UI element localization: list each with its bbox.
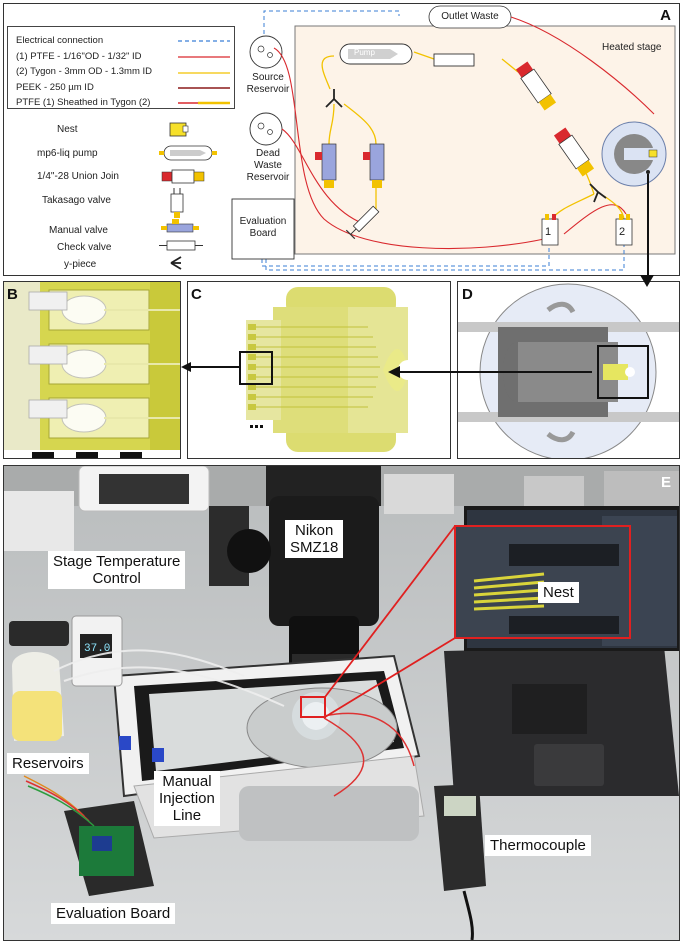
comp-nest-label: Nest <box>57 124 78 135</box>
legend-sheathed: PTFE (1) Sheathed in Tygon (2) <box>16 97 151 108</box>
check-valve-icon <box>159 240 203 251</box>
panel-e-label: E <box>660 474 671 491</box>
pump-label: Pump <box>354 48 375 57</box>
schematic-check-valve <box>433 53 475 67</box>
legend-peek: PEEK - 250 µm ID <box>16 81 94 93</box>
schematic-pump <box>339 43 413 65</box>
comp-pump-label: mp6-liq pump <box>37 148 98 159</box>
callout-evaluation-board: Evaluation Board <box>51 903 176 924</box>
takasago-valve-icon <box>170 188 184 218</box>
source-reservoir <box>249 35 283 69</box>
arrow-c-to-b <box>181 362 239 372</box>
callout-reservoirs: Reservoirs <box>7 753 89 774</box>
comp-ypiece-label: y-piece <box>64 259 97 270</box>
panel-c-label: C <box>191 286 202 303</box>
component-icons <box>159 122 217 270</box>
dead-waste-reservoir <box>249 112 283 146</box>
legend-tygon: (2) Tygon - 3mm OD - 1.3mm ID <box>16 66 153 77</box>
ptfe-tubes <box>273 16 655 250</box>
schematic-takasago-1 <box>541 214 559 246</box>
schematic-y-piece-2 <box>589 183 607 203</box>
outlet-waste-label: Outlet Waste <box>441 11 499 22</box>
controller-readout: 37.0 <box>84 643 110 655</box>
panel-a-label: A <box>660 7 671 24</box>
schematic-manual-valve-2 <box>363 143 385 188</box>
legend-box: Electrical connection (1) PTFE - 1/16"OD… <box>7 26 235 109</box>
panel-d-zoom-box <box>597 345 649 399</box>
comp-takasago-label: Takasago valve <box>42 195 111 206</box>
schematic-takasago-2 <box>615 214 633 246</box>
manual-valve-icon <box>161 219 199 233</box>
arrow-d-to-c <box>388 366 592 378</box>
heated-stage-label: Heated stage <box>602 42 662 53</box>
nest-icon <box>169 122 189 137</box>
legend-swatches <box>178 40 230 105</box>
y-piece-icon <box>170 256 182 270</box>
evaluation-board-box <box>231 198 295 260</box>
panel-a: A Electrical connection (1) PTFE - 1/16"… <box>3 3 680 276</box>
pump-icon <box>159 145 217 161</box>
legend-electrical: Electrical connection <box>16 35 104 46</box>
callout-nest: Nest <box>538 582 579 603</box>
panel-b-label: B <box>7 286 18 303</box>
schematic-syringe <box>345 205 380 240</box>
nest-highlight-box <box>300 696 326 718</box>
callout-thermocouple: Thermocouple <box>485 835 591 856</box>
panel-b-drawing <box>4 282 180 458</box>
schematic-manual-valve-1 <box>315 143 337 188</box>
comp-check-label: Check valve <box>57 242 112 253</box>
schematic-nest-holder <box>601 121 667 187</box>
arrow-a-to-d <box>640 275 654 287</box>
comp-union-label: 1/4"-28 Union Join <box>37 171 119 182</box>
panel-d-label: D <box>462 286 473 303</box>
component-legend: Nest mp6-liq pump 1/4"-28 Union Join Tak… <box>4 118 234 275</box>
schematic-union-1 <box>515 61 557 111</box>
panel-c: C <box>187 281 451 459</box>
valve-1-label: 1 <box>545 226 552 238</box>
panel-b: B <box>3 281 181 459</box>
comp-manual-label: Manual valve <box>49 225 108 236</box>
panel-c-zoom-box <box>239 351 273 385</box>
legend-ptfe: (1) PTFE - 1/16"OD - 1/32" ID <box>16 50 142 62</box>
schematic-union-2 <box>553 127 595 177</box>
schematic-y-piece-1 <box>325 89 343 108</box>
valve-2-label: 2 <box>619 226 626 238</box>
schematic <box>231 5 676 275</box>
panel-e: 37.0 <box>3 465 680 941</box>
union-join-icon <box>161 169 205 184</box>
